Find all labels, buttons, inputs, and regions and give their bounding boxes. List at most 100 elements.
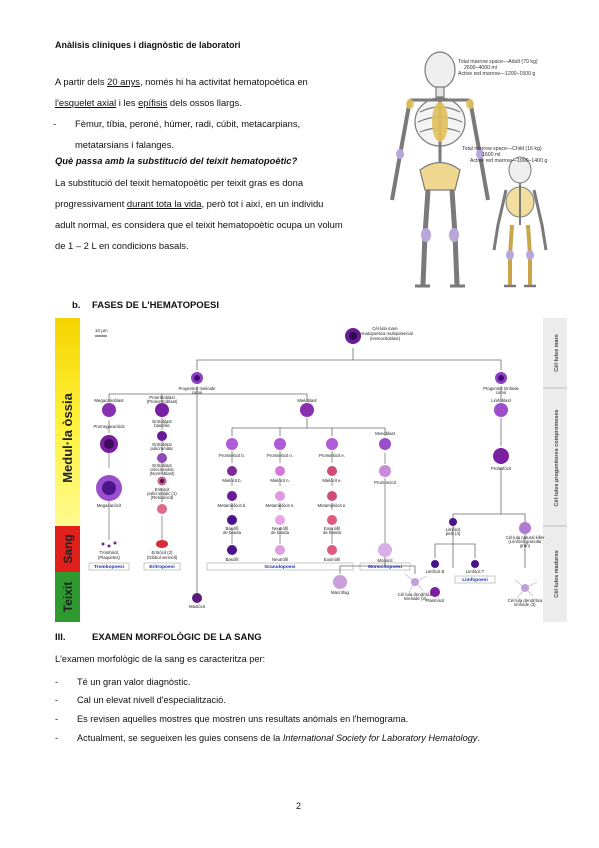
- child-label: Active red marrow—1000–1400 g: [470, 158, 547, 164]
- small-lymph-label: petit (4): [446, 531, 461, 536]
- stem-band-label: Cèl·lules mare: [554, 334, 560, 372]
- stem-cell-label: Cèl·lula mare: [372, 326, 398, 331]
- promyelocyte-label: Promielòcit b.: [219, 453, 245, 458]
- lymph-t-label: Limfòcit T: [466, 569, 485, 574]
- bone-list-line: metatarsians i falanges.: [75, 139, 175, 150]
- proerythroblast-label: Proeritroblast: [149, 395, 175, 400]
- process-label-monocitopoesi: Monocitopoesi: [368, 564, 402, 570]
- tissue-band: [55, 572, 80, 622]
- text-run: dels ossos llargs.: [167, 97, 242, 108]
- child-label: Total marrow space—Child (16 kg): [462, 146, 542, 152]
- dc-lymphoid-label: limfoide (3): [514, 602, 536, 607]
- thrombocyte-label: Trombòcit: [100, 550, 120, 555]
- underlined-axial: l'esquelet axial: [55, 97, 117, 108]
- promonocyte-label: Promonòcit: [374, 480, 397, 485]
- lymphoblast-label: Limfoblast: [491, 398, 511, 403]
- marrow-band-label: Medul·la òssia: [60, 392, 75, 482]
- polychromatic-ery-label: policromàtic (1): [147, 491, 177, 496]
- polychromatic-ery-label: Eritròcit: [155, 487, 170, 492]
- process-label-trombopoesi: Trombopoesi: [94, 564, 124, 570]
- band-label: de banda: [323, 530, 342, 535]
- marrow-band: [55, 318, 80, 526]
- text-run: i les: [116, 97, 139, 108]
- blood-band: [55, 526, 80, 572]
- scale-label: 10 µm: [95, 328, 108, 333]
- process-label-limfopoesi: Limfopoesi: [462, 577, 488, 583]
- monoblast-label: Monoblast: [375, 431, 396, 436]
- band-label: Basòfil: [226, 526, 239, 531]
- metamyelocyte-label: Metamielòcit e.: [318, 503, 347, 508]
- lymphoid-label: Progenitor limfoide: [483, 386, 519, 391]
- stem-cell-label: hematopoètica multipotencial: [357, 331, 413, 336]
- nk-label: gran): [520, 543, 531, 548]
- exam-item: -Actualment, se segueixen les guies cons…: [55, 733, 480, 743]
- erythrocyte-label: Eritròcit (2): [151, 550, 173, 555]
- erythrocyte-label: (Glòbul vermell): [147, 555, 178, 560]
- text-run: , però tot i així, en un individu: [201, 198, 324, 209]
- adult-label: Total marrow space—Adult (70 kg): [458, 59, 538, 65]
- progenitor-band-label: Cèl·lules progenitores compromeses: [554, 410, 560, 507]
- myeloblast-label: Mieloblast: [297, 398, 317, 403]
- monocyte-label: Monòcit: [377, 558, 393, 563]
- nk-label: Cèl·lula natural killer: [506, 535, 545, 540]
- question-title: Què passa amb la substitució del teixit …: [55, 155, 298, 166]
- underlined-lifetime: durant tota la vida: [126, 198, 202, 209]
- megakaryocyte-label: Megacariòcit: [97, 503, 122, 508]
- myelocyte-label: Mielòcit n.: [270, 478, 289, 483]
- granulocyte-label: Eosinòfil: [324, 557, 340, 562]
- adult-label: Active red marrow—1200–1500 g: [458, 71, 535, 77]
- process-label-eritropoesi: Eritropoesi: [149, 564, 174, 570]
- exam-intro: L'examen morfològic de la sang es caract…: [55, 654, 266, 664]
- skeleton-figure: Total marrow space—Adult (70 kg) 2600–40…: [390, 51, 548, 288]
- section-iii-title: EXAMEN MORFOLÒGIC DE LA SANG: [92, 632, 262, 643]
- basophilic-eb-label: Eritroblast: [152, 419, 172, 424]
- blood-band-label: Sang: [61, 534, 75, 563]
- exam-item-text: Té un gran valor diagnòstic.: [77, 677, 191, 687]
- band-label: de banda: [223, 530, 242, 535]
- exam-item-text: Es revisen aquelles mostres que mostren …: [77, 714, 409, 724]
- underlined-age: 20 anys: [107, 76, 140, 87]
- isl-hematology-name: International Society for Laboratory Hem…: [282, 733, 478, 743]
- metamyelocyte-label: Metamielòcit n.: [266, 503, 295, 508]
- dc-myeloid-label: mieloide (3): [404, 596, 427, 601]
- mature-band-label: Cèl·lules madures: [554, 550, 560, 597]
- text-run: progressivament: [55, 198, 127, 209]
- question-paragraph: La substitució del teixit hematopoètic p…: [55, 172, 362, 256]
- nk-label: (Limfòcit granular: [508, 539, 542, 544]
- band-label: Neutròfil: [272, 526, 288, 531]
- exam-item-text: Cal un elevat nivell d'especialització.: [77, 695, 226, 705]
- orthochromatic-eb-label: (Normoblast): [150, 471, 175, 476]
- basophilic-eb-label: basòfilic: [154, 423, 170, 428]
- text-run: La substitució del teixit hematopoètic p…: [55, 177, 304, 188]
- dc-lymphoid-label: Cèl·lula dendrítica: [508, 598, 543, 603]
- polychromatic-eb-label: policromàtic: [151, 446, 175, 451]
- bone-list-line: Fèmur, tíbia, peroné, húmer, radi, cúbit…: [75, 118, 301, 129]
- text-run: de 1 – 2 L en condicions basals.: [55, 240, 189, 251]
- right-band: [543, 318, 567, 622]
- underlined-epiphysis: epífisis: [138, 97, 168, 108]
- promyelocyte-label: Promielòcit n.: [267, 453, 293, 458]
- promyelocyte-label: Promielòcit e.: [319, 453, 345, 458]
- process-label-granulopoesi: Granulopoesi: [265, 564, 296, 570]
- myeloid-label: Progenitor mieloide: [178, 386, 216, 391]
- granulocyte-label: Basòfil: [226, 557, 239, 562]
- lymph-b-label: Limfòcit B: [426, 569, 445, 574]
- child-label: 1600 ml: [482, 152, 500, 158]
- text-run: adult normal, es considera que el teixit…: [55, 219, 343, 230]
- prolymphocyte-label: Prolimfòcit: [491, 466, 512, 471]
- polychromatic-eb-label: Eritroblast: [152, 442, 172, 447]
- metamyelocyte-label: Metamielòcit b.: [218, 503, 247, 508]
- macrophage-label: Macròfag: [331, 590, 350, 595]
- plasmocyte-label: Plasmòcit: [426, 598, 445, 603]
- document-header: Anàlisis clíniques i diagnòstic de labor…: [55, 40, 241, 50]
- proerythroblast-label: (Pronormoblast): [147, 399, 178, 404]
- tissue-band-label: Teixit: [61, 582, 75, 612]
- polychromatic-ery-label: (Reticulòcit): [151, 495, 174, 500]
- mastocyte-label: Mastòcit: [189, 604, 206, 609]
- exam-item: -Es revisen aquelles mostres que mostren…: [55, 714, 409, 724]
- myelocyte-label: Mielòcit b.: [222, 478, 241, 483]
- stem-cell-label: (Hemocitoblast): [370, 336, 401, 341]
- text-run: A partir dels: [55, 76, 108, 87]
- myeloid-label: comú: [192, 390, 203, 395]
- intro-paragraph: A partir dels 20 anys, només hi ha activ…: [55, 71, 362, 113]
